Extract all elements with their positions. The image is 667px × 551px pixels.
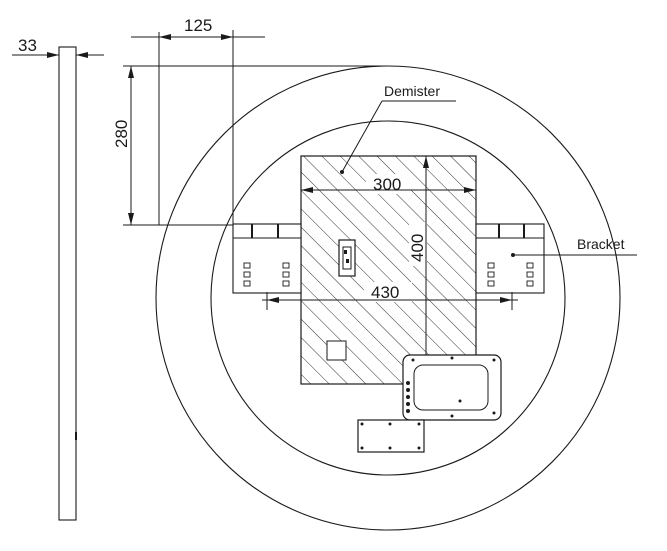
manway-cover — [402, 354, 502, 421]
demister-label: Demister — [384, 83, 440, 99]
side-thickness-label: 33 — [18, 36, 37, 55]
bracket-offset-dimension: 125 — [131, 16, 265, 225]
left-bracket — [232, 223, 302, 294]
side-thickness-dimension: 33 — [12, 36, 104, 58]
center-fitting — [338, 239, 356, 277]
demister-width-dimension: 300 — [301, 174, 476, 194]
bracket-height-dimension: 280 — [112, 65, 388, 226]
side-profile — [58, 46, 77, 521]
bottom-plate — [357, 419, 425, 453]
demister-width-label: 300 — [373, 175, 401, 194]
bracket-label: Bracket — [577, 236, 625, 252]
bracket-height-label: 280 — [112, 120, 131, 148]
demister-callout: Demister — [340, 83, 456, 174]
bracket-callout: Bracket — [511, 236, 637, 257]
bracket-offset-label: 125 — [184, 16, 212, 35]
demister-height-dimension: 400 — [408, 156, 429, 384]
bracket-spacing-dimension: 430 — [262, 282, 518, 310]
right-bracket — [475, 223, 545, 294]
bracket-spacing-label: 430 — [371, 283, 399, 302]
demister-height-label: 400 — [408, 234, 427, 262]
